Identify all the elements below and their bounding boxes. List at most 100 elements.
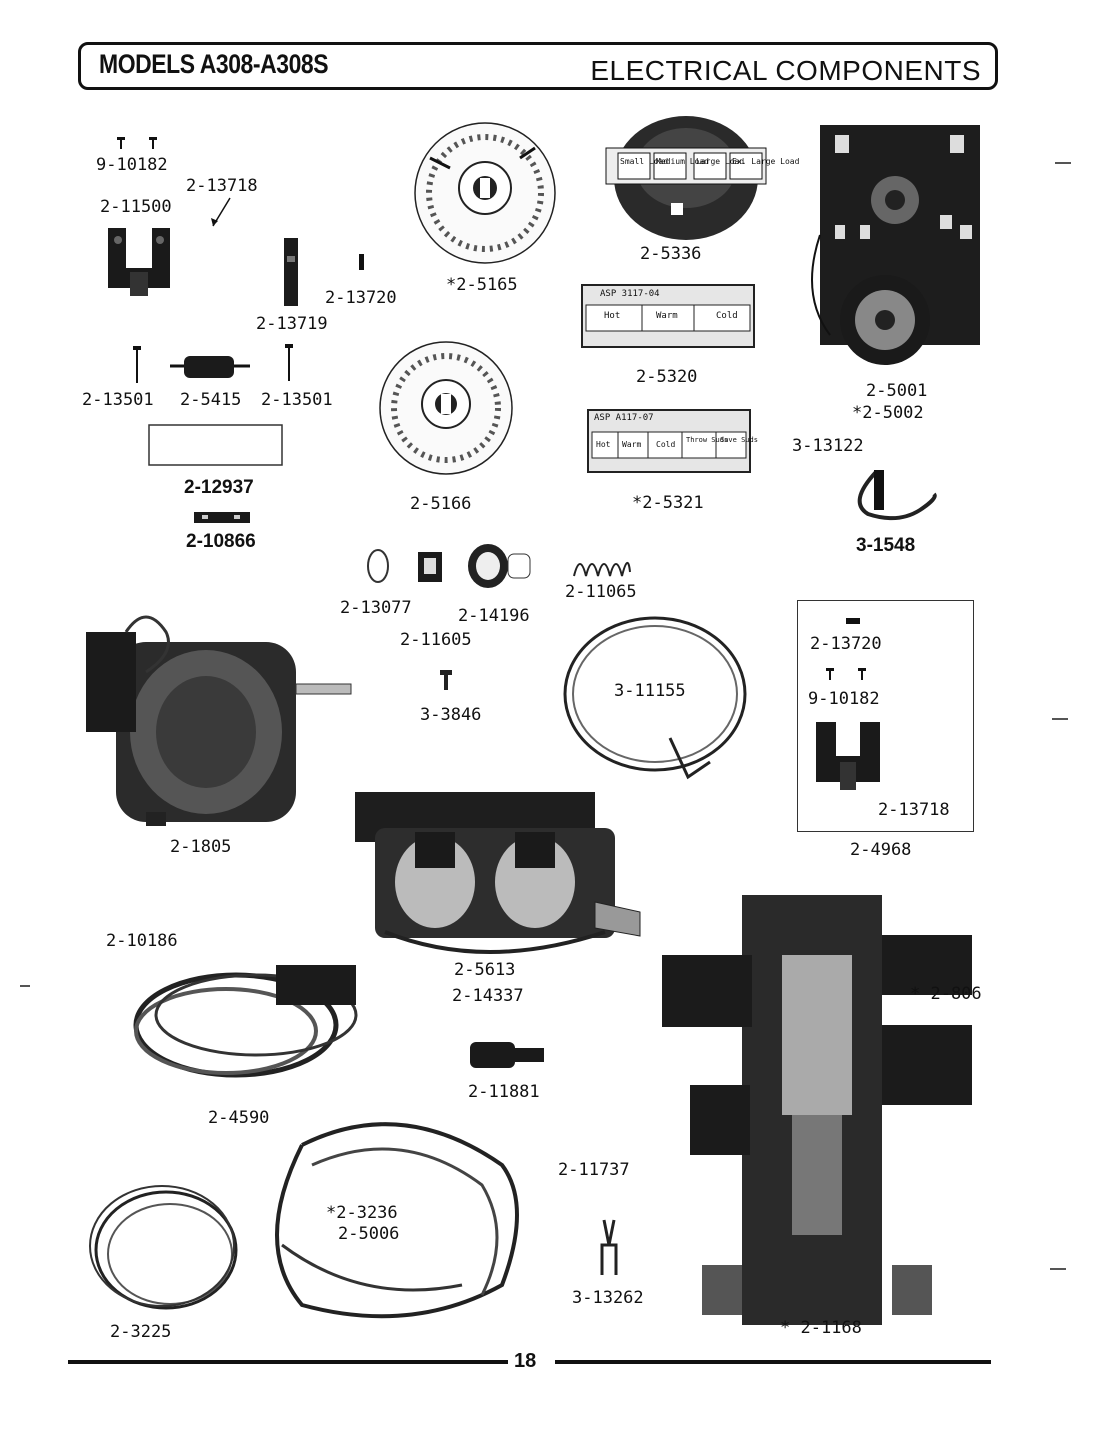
label-2-1805: 2-1805 xyxy=(170,837,232,857)
label-3-11155: 3-11155 xyxy=(614,681,686,701)
footer-rule-right xyxy=(555,1360,991,1364)
load-size-1: Small Load xyxy=(620,157,669,166)
label-2-5166: 2-5166 xyxy=(410,494,472,514)
label-2-4590: 2-4590 xyxy=(208,1108,270,1128)
label-2-10866: 2-10866 xyxy=(186,531,256,552)
label-2-11065: 2-11065 xyxy=(565,582,637,602)
label-2-13718-inset: 2-13718 xyxy=(878,800,950,820)
label-2-5336: 2-5336 xyxy=(640,244,702,264)
wire-bundle-2-4590-drawing xyxy=(133,965,358,1078)
page-number: 18 xyxy=(514,1350,537,1372)
timer-dial-2-5166-drawing xyxy=(379,341,513,475)
label-2-13719: 2-13719 xyxy=(256,314,328,334)
panel-5321-button-5: Save Suds xyxy=(720,436,758,444)
label-2-4968: 2-4968 xyxy=(850,840,912,860)
label-2-13501-right: 2-13501 xyxy=(261,390,333,410)
load-switch-2-5336-drawing xyxy=(605,116,767,240)
label-2-5001: 2-5001 xyxy=(866,381,928,401)
label-2-13720-inset: 2-13720 xyxy=(810,634,882,654)
panel-5321-button-1: Hot xyxy=(596,440,611,449)
label-2-13501-left: 2-13501 xyxy=(82,390,154,410)
screw-2-13501-left-drawing xyxy=(133,346,141,383)
label-2-10186: 2-10186 xyxy=(106,931,178,951)
clamp-3-11155-drawing xyxy=(563,616,747,780)
label-2-5006: 2-5006 xyxy=(338,1224,400,1244)
wire-2-3225-drawing xyxy=(89,1185,238,1310)
label-9-10182: 9-10182 xyxy=(96,155,168,175)
page-header: MODELS A308-A308S ELECTRICAL COMPONENTS xyxy=(78,42,998,90)
control-panel-2-5321-drawing xyxy=(587,409,751,473)
label-2-14196: 2-14196 xyxy=(458,606,530,626)
connector-2-11881-drawing xyxy=(470,1042,544,1068)
bracket-2-13718-inset-drawing xyxy=(816,722,880,790)
plate-2-12937-drawing xyxy=(148,424,283,466)
timer-motor-2-5001-drawing xyxy=(811,125,980,365)
pin-2-13720-inset-drawing xyxy=(846,618,860,624)
inset-box-2-4968 xyxy=(797,600,974,832)
panel-5320-button-3: Cold xyxy=(716,311,738,321)
screws-9-10182-inset-drawing xyxy=(826,668,866,680)
panel-5320-code: ASP 3117-04 xyxy=(600,289,660,299)
screw-2-13501-right-drawing xyxy=(285,344,293,381)
label-2-13077: 2-13077 xyxy=(340,598,412,618)
edge-mark xyxy=(1055,162,1071,164)
water-valve-2-5613-drawing xyxy=(355,792,641,954)
knob-parts-drawing xyxy=(367,544,531,588)
motor-2-1805-drawing xyxy=(86,615,352,826)
control-panel-2-5320-drawing xyxy=(581,284,755,348)
label-2-11605: 2-11605 xyxy=(400,630,472,650)
load-size-2: Medium Load xyxy=(656,157,709,166)
label-2-13720: 2-13720 xyxy=(325,288,397,308)
label-2-3225: 2-3225 xyxy=(110,1322,172,1342)
edge-mark xyxy=(1052,718,1068,720)
load-size-3: Large Load xyxy=(696,157,745,166)
load-size-4: Ex. Large Load xyxy=(732,157,800,166)
panel-5321-code: ASP A117-07 xyxy=(594,413,654,423)
switch-2-5415-drawing xyxy=(170,356,250,378)
label-2-11500: 2-11500 xyxy=(100,197,172,217)
screws-9-10182-drawing xyxy=(117,137,157,149)
timer-dial-2-5165-drawing xyxy=(414,122,556,264)
panel-5320-button-2: Warm xyxy=(656,311,678,321)
label-2-806: * 2-806 xyxy=(910,984,982,1004)
panel-5321-button-2: Warm xyxy=(622,440,642,449)
pointer-2-13718 xyxy=(211,197,231,227)
footer-rule-left xyxy=(68,1360,508,1364)
label-2-5613: 2-5613 xyxy=(454,960,516,980)
label-2-11881: 2-11881 xyxy=(468,1082,540,1102)
label-3-13262: 3-13262 xyxy=(572,1288,644,1308)
edge-mark xyxy=(20,985,30,987)
label-2-13718: 2-13718 xyxy=(186,176,258,196)
connector-2-10866-drawing xyxy=(194,512,250,523)
label-3-3846: 3-3846 xyxy=(420,705,482,725)
panel-5321-button-4: Throw Suds xyxy=(686,436,729,444)
label-2-12937: 2-12937 xyxy=(184,477,254,498)
panel-5321-button-3: Cold xyxy=(656,440,676,449)
label-2-5002: *2-5002 xyxy=(852,403,924,423)
label-2-5320: 2-5320 xyxy=(636,367,698,387)
harness-2-3236-drawing xyxy=(275,1122,519,1319)
pin-2-13720-drawing xyxy=(359,254,364,270)
label-2-5165: *2-5165 xyxy=(446,275,518,295)
clip-3-13262-drawing xyxy=(600,1219,618,1275)
edge-mark xyxy=(1050,1268,1066,1270)
label-2-5415: 2-5415 xyxy=(180,390,242,410)
label-2-11737: 2-11737 xyxy=(558,1160,630,1180)
label-2-5321: *2-5321 xyxy=(632,493,704,513)
switch-2-13719-drawing xyxy=(284,238,298,306)
panel-5320-button-1: Hot xyxy=(604,311,621,321)
label-2-14337: 2-14337 xyxy=(452,986,524,1006)
label-2-1168: * 2-1168 xyxy=(780,1318,862,1338)
clip-3-1548-drawing xyxy=(857,470,937,521)
spring-2-11065-drawing xyxy=(573,562,631,577)
label-3-1548: 3-1548 xyxy=(856,535,916,556)
models-title: MODELS A308-A308S xyxy=(99,49,329,79)
bracket-2-11500-drawing xyxy=(108,228,170,296)
screw-3-3846-drawing xyxy=(440,670,452,690)
section-title: ELECTRICAL COMPONENTS xyxy=(590,55,981,86)
label-9-10182-inset: 9-10182 xyxy=(808,689,880,709)
label-2-3236: *2-3236 xyxy=(326,1203,398,1223)
switch-assembly-2-1168-drawing xyxy=(662,895,972,1325)
label-3-13122: 3-13122 xyxy=(792,436,864,456)
